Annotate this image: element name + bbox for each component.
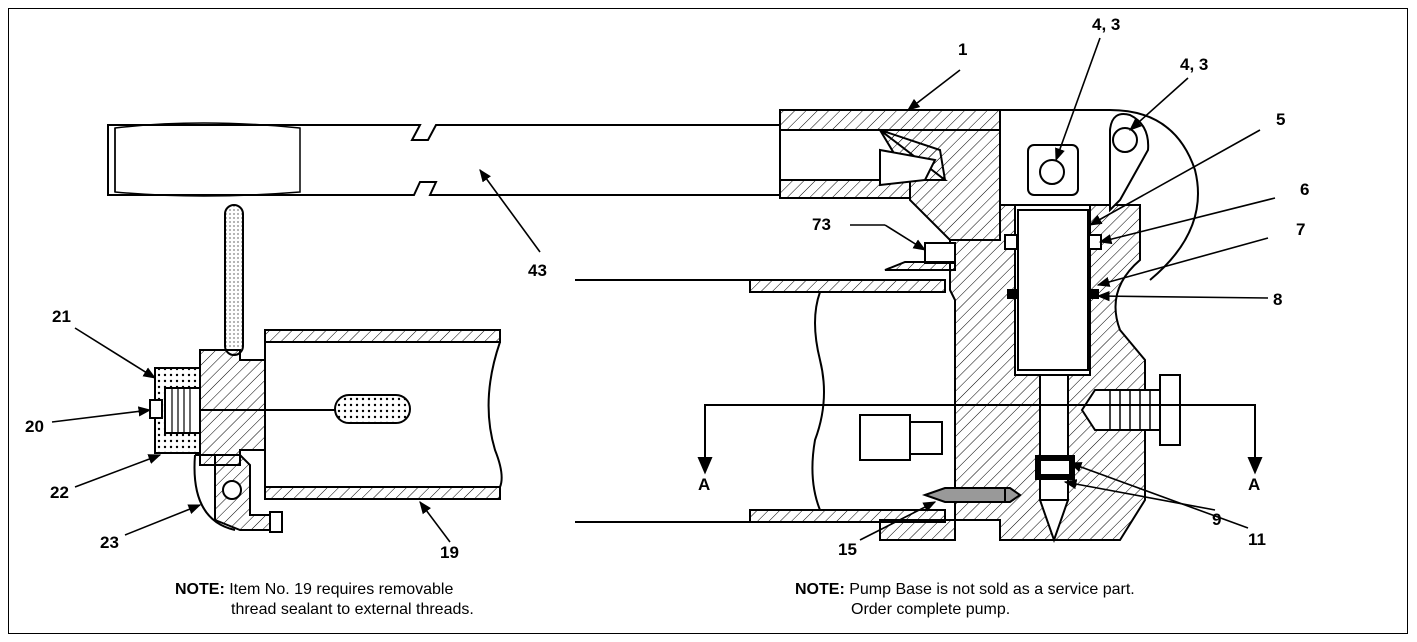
callout-43: 43 bbox=[528, 261, 547, 280]
callout-4-3-plunger: 4, 3 bbox=[1092, 15, 1120, 34]
pump-body-upper bbox=[779, 109, 1199, 281]
callout-20: 20 bbox=[25, 417, 44, 436]
callout-5: 5 bbox=[1276, 110, 1285, 129]
callout-4-3-link: 4, 3 bbox=[1180, 55, 1208, 74]
callout-19: 19 bbox=[440, 543, 459, 562]
callout-22: 22 bbox=[50, 483, 69, 502]
note-left: NOTE: Item No. 19 requires removable thr… bbox=[175, 580, 474, 620]
section-line-a-a bbox=[697, 404, 1263, 475]
callout-23: 23 bbox=[100, 533, 119, 552]
cylinder-tube bbox=[575, 279, 946, 523]
callout-6: 6 bbox=[1300, 180, 1309, 199]
callout-15: 15 bbox=[838, 540, 857, 559]
callout-73: 73 bbox=[812, 215, 831, 234]
note-right-line1: Pump Base is not sold as a service part. bbox=[849, 581, 1135, 598]
callout-8: 8 bbox=[1273, 290, 1282, 309]
item-15-pin bbox=[921, 487, 1022, 503]
dipstick-assembly bbox=[149, 204, 411, 533]
callout-1: 1 bbox=[958, 40, 967, 59]
callout-7: 7 bbox=[1296, 220, 1305, 239]
callout-9: 9 bbox=[1212, 510, 1221, 529]
note-right-line2: Order complete pump. bbox=[851, 601, 1011, 618]
note-right: NOTE: Pump Base is not sold as a service… bbox=[795, 580, 1135, 620]
handle-43 bbox=[107, 122, 781, 197]
leader-lines bbox=[51, 37, 1276, 543]
relief-valve-fitting bbox=[1080, 374, 1181, 446]
section-label-a-left: A bbox=[698, 475, 710, 494]
note-right-label: NOTE: bbox=[795, 581, 845, 598]
callout-11: 11 bbox=[1248, 530, 1266, 549]
tube-19 bbox=[264, 329, 503, 500]
note-left-line2: thread sealant to external threads. bbox=[231, 601, 474, 618]
section-label-a-right: A bbox=[1248, 475, 1260, 494]
callout-21: 21 bbox=[52, 307, 71, 326]
figure-border bbox=[8, 8, 1408, 634]
note-left-line1: Item No. 19 requires removable bbox=[229, 581, 454, 598]
item-73-block bbox=[884, 242, 956, 271]
inlet-fitting bbox=[859, 414, 943, 461]
plunger-assembly bbox=[1004, 113, 1150, 371]
note-left-label: NOTE: bbox=[175, 581, 225, 598]
